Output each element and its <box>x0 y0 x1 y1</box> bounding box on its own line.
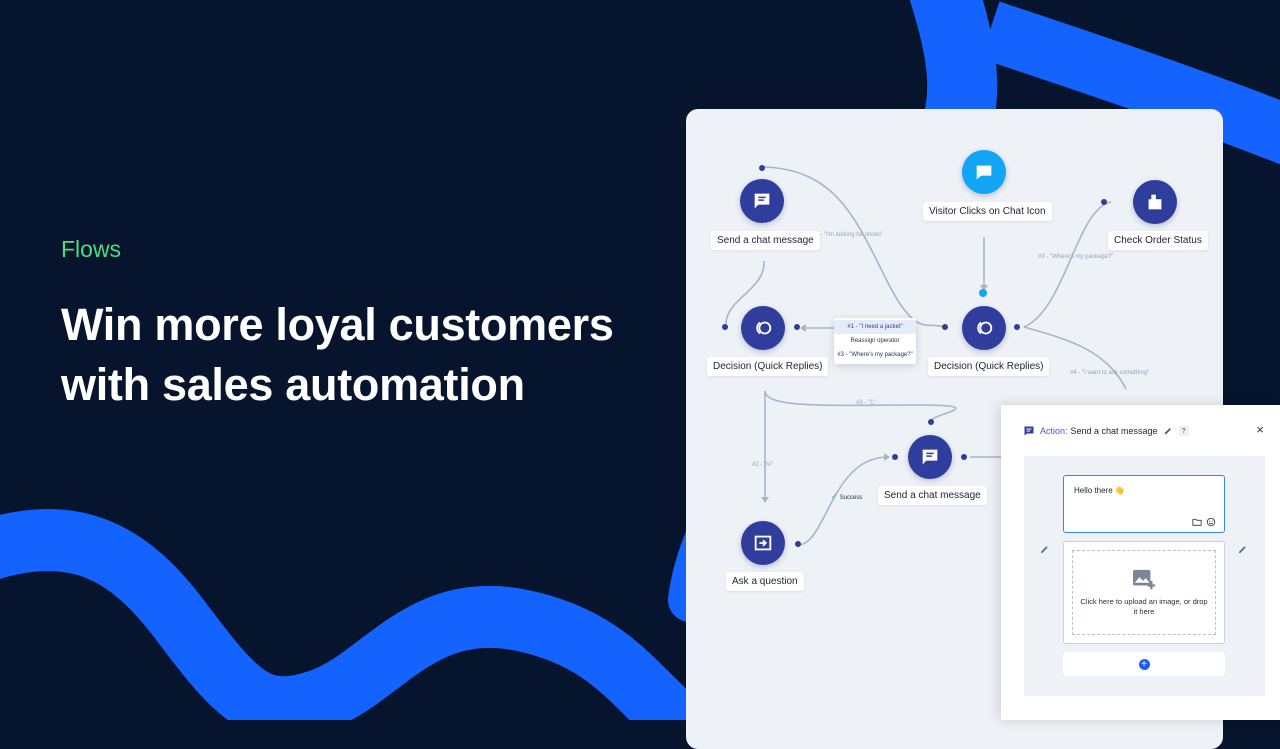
image-add-icon <box>1133 569 1155 589</box>
flow-edges <box>725 166 1127 546</box>
node-send-chat-top[interactable] <box>740 179 784 223</box>
add-button[interactable]: + <box>1138 658 1150 670</box>
hero: Flows Win more loyal customers with sale… <box>61 236 681 415</box>
chat-bubble-icon <box>976 165 992 180</box>
edge-label: #3 - "Where's my package?" <box>1038 254 1114 260</box>
action-panel: Action: Send a chat message ? × Hello th… <box>1001 405 1280 720</box>
connector-dot[interactable] <box>892 454 898 460</box>
message-input[interactable]: Hello there 👋 <box>1063 475 1225 533</box>
node-label: Send a chat message <box>711 231 820 250</box>
connector-dot[interactable] <box>979 289 987 297</box>
connector-dot[interactable] <box>1101 199 1107 205</box>
node-decision-left[interactable] <box>741 306 785 350</box>
order-box-icon <box>1148 194 1162 210</box>
headline: Win more loyal customers with sales auto… <box>61 299 614 410</box>
panel-body: Hello there 👋 Click here to upload an im… <box>1024 456 1265 696</box>
question-input-icon <box>754 535 772 551</box>
edge-label: #2 - "hi" <box>752 462 773 468</box>
message-text: Hello there 👋 <box>1074 486 1125 495</box>
edit-pencil-icon[interactable] <box>1039 544 1050 555</box>
folder-icon[interactable] <box>1192 517 1202 527</box>
emoji-icon[interactable] <box>1206 517 1216 527</box>
connector-dot[interactable] <box>794 324 800 330</box>
connector-dot[interactable] <box>759 165 765 171</box>
decision-icon <box>756 321 772 335</box>
node-ask-question[interactable] <box>741 521 785 565</box>
node-label: Ask a question <box>726 572 804 591</box>
help-button[interactable]: ? <box>1178 426 1189 436</box>
add-element-row: + <box>1063 652 1225 676</box>
decision-icon <box>977 321 993 335</box>
product-tag: Flows <box>61 236 122 262</box>
quick-reply-dropdown[interactable]: #1 - "I need a jacket" Reassign operator… <box>834 318 916 364</box>
node-send-chat-mid[interactable] <box>908 435 952 479</box>
check-icon: ✓ <box>831 492 838 501</box>
panel-header: Action: Send a chat message ? <box>1023 423 1189 439</box>
node-label: Decision (Quick Replies) <box>928 357 1050 376</box>
connector-dot[interactable] <box>1014 324 1020 330</box>
node-label: Check Order Status <box>1108 231 1208 250</box>
edge-label: #2 - "I'm looking for shoes" <box>812 232 884 238</box>
image-upload-dropzone[interactable]: Click here to upload an image, or drop i… <box>1063 541 1225 644</box>
chat-message-icon <box>922 449 938 465</box>
edit-pencil-icon[interactable] <box>1237 544 1248 555</box>
edit-pencil-icon[interactable] <box>1163 426 1173 436</box>
close-button[interactable]: × <box>1256 422 1264 437</box>
connector-dot[interactable] <box>722 324 728 330</box>
node-check-order[interactable] <box>1133 180 1177 224</box>
connector-dot[interactable] <box>942 324 948 330</box>
node-decision-right[interactable] <box>962 306 1006 350</box>
connector-dot[interactable] <box>795 541 801 547</box>
connector-dot[interactable] <box>928 419 934 425</box>
chat-message-icon <box>1024 426 1034 436</box>
dropdown-item[interactable]: Reassign operator <box>850 338 900 344</box>
edge-label: #4 - "I want to ask something" <box>1070 370 1150 376</box>
connector-dot[interactable] <box>961 454 967 460</box>
node-label: Send a chat message <box>878 486 987 505</box>
panel-title: Send a chat message <box>1070 426 1158 436</box>
node-label: Visitor Clicks on Chat Icon <box>923 202 1052 221</box>
dropdown-item[interactable]: #1 - "I need a jacket" <box>834 320 916 334</box>
edge-label: #3 - "1" <box>856 400 876 406</box>
panel-prefix: Action: <box>1040 426 1068 436</box>
node-visitor-clicks[interactable] <box>962 150 1006 194</box>
upload-instructions: Click here to upload an image, or drop i… <box>1080 596 1208 616</box>
success-label: ✓Success <box>831 492 863 501</box>
chat-message-icon <box>754 193 770 209</box>
node-label: Decision (Quick Replies) <box>707 357 829 376</box>
dropdown-item[interactable]: #3 - "Where's my package?" <box>837 352 913 358</box>
